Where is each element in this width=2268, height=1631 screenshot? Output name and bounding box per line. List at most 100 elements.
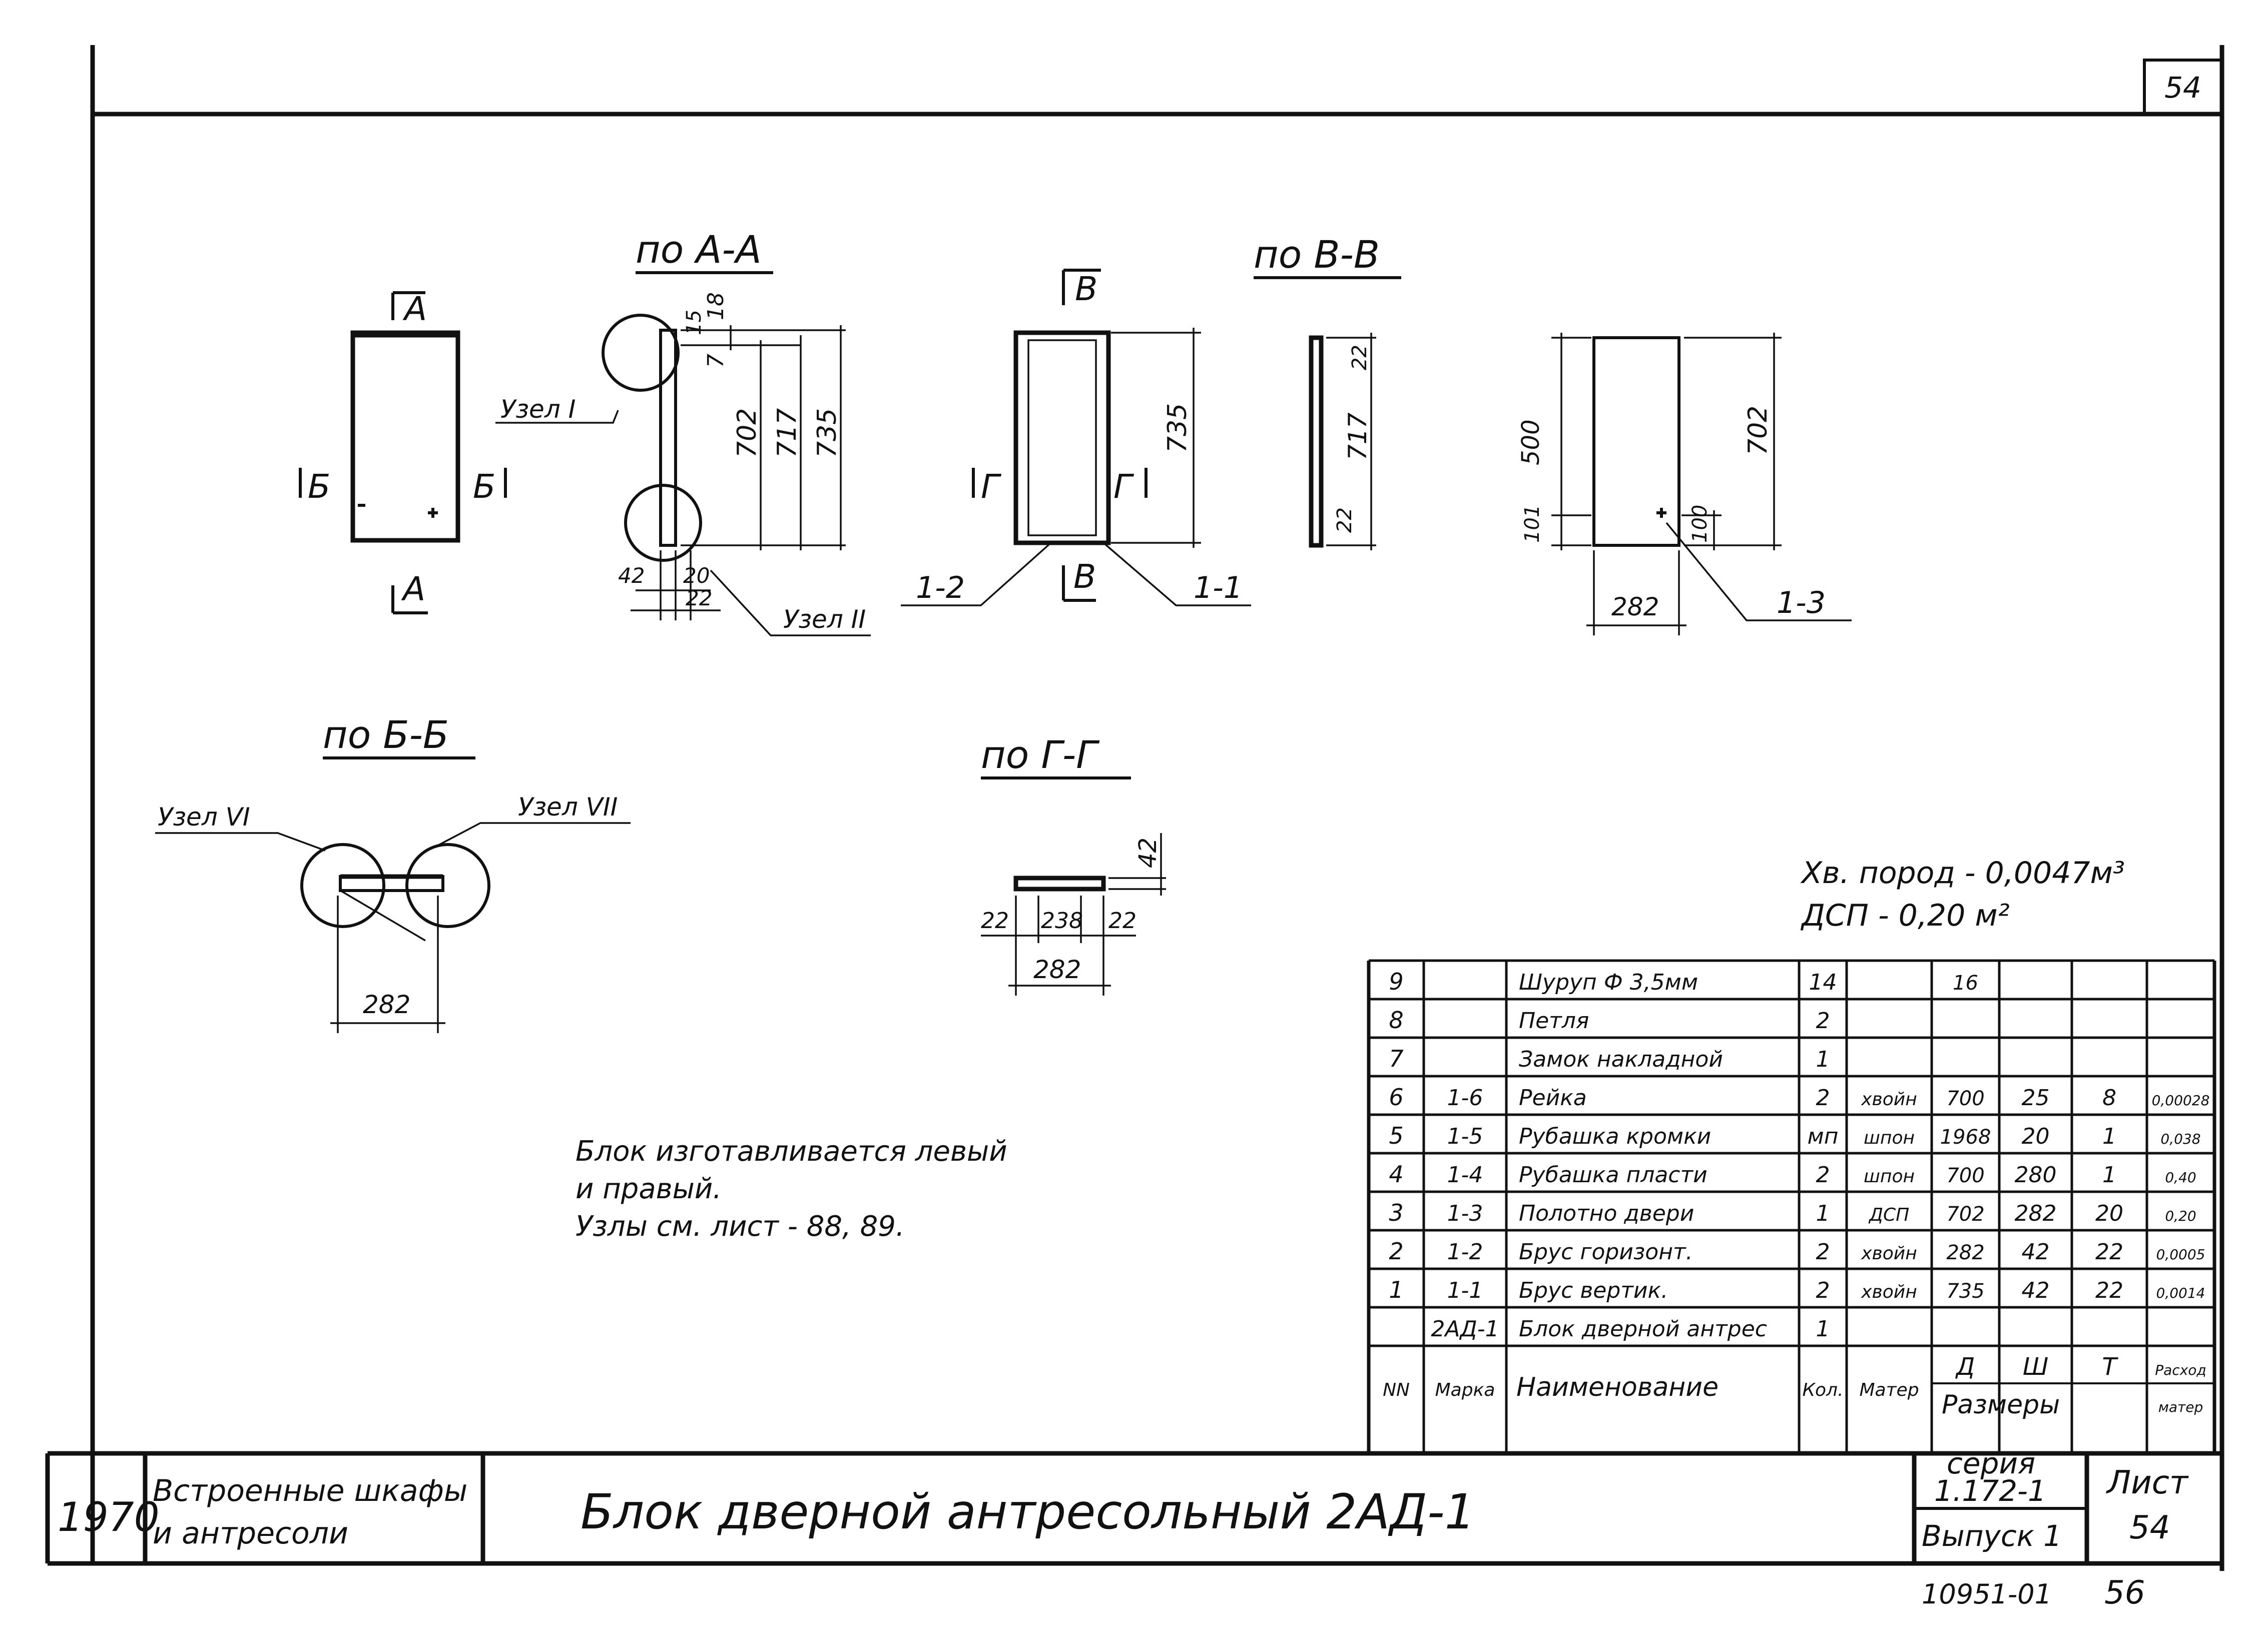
table-cell: 1-2 <box>1447 1239 1483 1265</box>
dim-bb-282: 282 <box>363 990 410 1019</box>
table-cell: 5 <box>1389 1122 1403 1149</box>
table-cell: 1 <box>1816 1201 1830 1226</box>
node-1-label: Узел I <box>500 395 576 424</box>
table-cell: 735 <box>1946 1280 1984 1303</box>
table-cell: 1 <box>2102 1162 2116 1188</box>
table-cell: 2 <box>1816 1239 1830 1265</box>
table-cell: 1968 <box>1940 1126 1991 1149</box>
drawing-title: Блок дверной антресольный 2АД-1 <box>581 1484 1475 1540</box>
table-cell: 702 <box>1946 1203 1984 1226</box>
cut-label-g-right: Г <box>1113 467 1135 506</box>
table-cell: 700 <box>1946 1164 1984 1187</box>
table-header-cell: Наименование <box>1516 1372 1719 1402</box>
panel-drawing <box>1551 333 1852 635</box>
table-cell: 0,0005 <box>2156 1246 2205 1263</box>
table-cell: 25 <box>2022 1085 2050 1111</box>
section-vv-drawing <box>1309 333 1376 550</box>
dim-aa-7: 7 <box>703 354 729 368</box>
table-header-cell: Д <box>1955 1353 1975 1381</box>
cut-label-v-bottom: В <box>1073 557 1096 596</box>
table-cell: Рубашка кромки <box>1519 1124 1711 1149</box>
table-cell: 700 <box>1946 1087 1984 1110</box>
table-cell: 22 <box>2095 1239 2123 1265</box>
mark-1-2: 1-2 <box>916 570 965 605</box>
table-cell: 2 <box>1389 1238 1403 1265</box>
dim-panel-100: 100 <box>1688 505 1712 543</box>
dim-vv-717: 717 <box>1343 412 1372 460</box>
series-label: серия <box>1947 1446 2035 1480</box>
dim-vv-22-top: 22 <box>1348 345 1371 370</box>
table-cell: 6 <box>1389 1084 1403 1111</box>
table-cell: Рубашка пласти <box>1519 1162 1708 1188</box>
materials-softwood: Хв. пород - 0,0047м³ <box>1800 856 2125 891</box>
mark-1-1: 1-1 <box>1194 570 1243 605</box>
table-cell: Полотно двери <box>1519 1201 1694 1226</box>
dim-aa-22: 22 <box>686 586 712 610</box>
table-header-cell: Матер <box>1859 1380 1919 1400</box>
table-cell: хвойн <box>1861 1243 1917 1264</box>
table-header-cell: Кол. <box>1802 1380 1843 1400</box>
section-gg-title: по Г-Г <box>981 732 1100 777</box>
table-cell: Петля <box>1519 1008 1589 1034</box>
document-code: 10951-01 <box>1922 1578 2052 1610</box>
table-cell: 8 <box>2102 1085 2116 1111</box>
materials-chipboard: ДСП - 0,20 м² <box>1800 898 2010 933</box>
table-cell: 280 <box>2015 1162 2057 1188</box>
section-bb-title: по Б-Б <box>323 712 449 757</box>
table-cell: Брус вертик. <box>1519 1278 1668 1303</box>
section-gg-drawing <box>981 833 1166 996</box>
dim-vv-22-bottom: 22 <box>1333 507 1356 533</box>
note-line-1: Блок изготавливается левый <box>576 1135 1007 1168</box>
section-bb-drawing <box>155 822 631 1033</box>
table-header-cell: Т <box>2102 1353 2118 1381</box>
table-cell: 1 <box>1816 1047 1830 1072</box>
dim-gg-282: 282 <box>1033 955 1081 984</box>
table-cell: мп <box>1808 1124 1839 1149</box>
project-line-1: Встроенные шкафы <box>153 1473 467 1508</box>
table-cell: 1-1 <box>1447 1278 1483 1303</box>
table-header-cell: Размеры <box>1942 1390 2060 1420</box>
dim-gg-22-left: 22 <box>981 908 1009 934</box>
table-header-cell: NN <box>1383 1380 1410 1400</box>
table-header-cell: Расход <box>2155 1362 2206 1378</box>
cut-label-b-right: Б <box>473 467 495 506</box>
project-line-2: и антресоли <box>153 1516 348 1551</box>
series-number: 1.172-1 <box>1934 1474 2046 1508</box>
table-cell: 42 <box>2022 1239 2050 1265</box>
table-cell: 2АД-1 <box>1431 1316 1499 1342</box>
dim-panel-282: 282 <box>1611 592 1659 621</box>
dim-gg-42: 42 <box>1134 838 1162 868</box>
table-cell: 1 <box>1816 1316 1830 1342</box>
table-cell: 2 <box>1816 1162 1830 1188</box>
table-cell: 1-5 <box>1447 1124 1483 1149</box>
node-6-label: Узел VI <box>158 802 250 832</box>
sheet-frame <box>45 45 2224 1571</box>
table-cell: 282 <box>2015 1201 2057 1226</box>
dim-aa-702: 702 <box>732 408 762 458</box>
table-cell: шпон <box>1864 1128 1915 1148</box>
sheet-label: Лист <box>2106 1464 2189 1501</box>
table-cell: 0,40 <box>2165 1169 2196 1186</box>
table-header-cell: матер <box>2158 1399 2203 1415</box>
table-cell: 7 <box>1389 1045 1403 1072</box>
table-cell: 22 <box>2095 1278 2123 1303</box>
table-cell: 2 <box>1816 1278 1830 1303</box>
table-cell: шпон <box>1864 1166 1915 1187</box>
sheet-number: 54 <box>2129 1509 2170 1546</box>
table-cell: 20 <box>2022 1124 2050 1149</box>
dim-panel-500: 500 <box>1517 419 1545 465</box>
table-cell: 0,0014 <box>2156 1285 2205 1301</box>
table-cell: Блок дверной антрес <box>1519 1316 1767 1342</box>
section-aa-title: по А-А <box>636 227 762 272</box>
spec-table-grid <box>1367 959 2216 1453</box>
dim-aa-15: 15 <box>683 310 706 335</box>
frame-drawing <box>901 269 1251 606</box>
node-7-label: Узел VII <box>518 792 618 822</box>
table-cell: ДСП <box>1868 1205 1909 1225</box>
table-cell: Замок накладной <box>1519 1047 1723 1072</box>
title-block <box>143 1451 2222 1563</box>
dim-frame-735: 735 <box>1163 403 1193 453</box>
table-cell: Шуруп Ф 3,5мм <box>1519 970 1698 995</box>
